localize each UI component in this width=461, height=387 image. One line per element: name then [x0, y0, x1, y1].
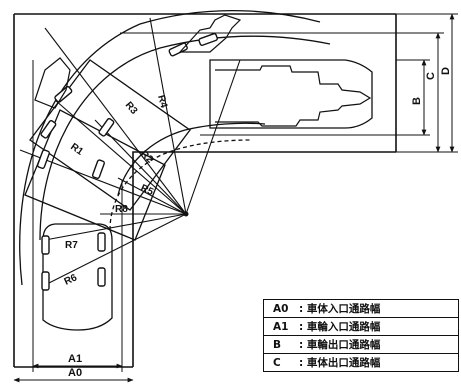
- turning-center-point: [183, 211, 189, 217]
- wheel: [97, 267, 106, 287]
- legend-row-b: B : 車輪出口通路幅: [264, 336, 458, 354]
- label-r7: R7: [65, 240, 78, 251]
- legend-separator: :: [299, 356, 304, 369]
- label-a1: A1: [68, 353, 82, 365]
- outer-body-arc: [19, 9, 321, 286]
- label-c: C: [425, 72, 437, 80]
- legend-row-c: C : 車体出口通路幅: [264, 354, 458, 371]
- label-a0: A0: [68, 367, 82, 379]
- vehicle-body-entry: [42, 223, 113, 331]
- vehicle-silhouette-sketch: [34, 14, 372, 127]
- legend-separator: :: [299, 302, 304, 315]
- wheel: [198, 32, 218, 46]
- label-r5: R5: [139, 183, 156, 199]
- legend-row-a1: A1 : 車輪入口通路幅: [264, 318, 458, 336]
- outer-wheel-arc: [39, 35, 331, 241]
- label-r1: R1: [68, 141, 85, 158]
- outer-wall: [13, 13, 396, 367]
- radius-line-aux1: [185, 59, 241, 215]
- legend-text: 車輪出口通路幅: [306, 339, 381, 351]
- wheel-path-lines: [32, 32, 396, 340]
- legend-code: C: [273, 356, 281, 369]
- legend-row-a0: A0 : 車体入口通路幅: [264, 300, 458, 318]
- inner-body-arc: [117, 122, 266, 196]
- vehicle-body-exit: [209, 59, 373, 129]
- wheel: [36, 149, 50, 169]
- wheels: [36, 32, 218, 291]
- inner-wall: [132, 151, 396, 367]
- legend-separator: :: [299, 320, 304, 333]
- radius-line-r6: [44, 213, 187, 286]
- legend-text: 車輪入口通路幅: [306, 321, 381, 333]
- legend-code: A1: [273, 320, 289, 333]
- vehicle-silhouette-left: [34, 57, 71, 109]
- label-b: B: [411, 97, 423, 105]
- radius-line-r7: [44, 213, 187, 241]
- legend-separator: :: [299, 338, 304, 351]
- vehicle-body-mid: [24, 109, 166, 241]
- wheel: [40, 119, 57, 139]
- label-r6: R6: [63, 272, 80, 288]
- wheel: [97, 232, 106, 252]
- legend-table: A0 : 車体入口通路幅 A1 : 車輪入口通路幅 B : 車輪出口通路幅 C …: [263, 299, 459, 372]
- wheel: [41, 235, 50, 255]
- legend-text: 車体入口通路幅: [306, 303, 381, 315]
- label-d: D: [440, 67, 452, 75]
- vehicle-body-turning: [29, 59, 191, 211]
- wheel: [98, 117, 115, 137]
- legend-code: B: [273, 338, 282, 351]
- vehicle-silhouette-top: [178, 14, 242, 53]
- label-r3: R3: [123, 100, 140, 117]
- wheel: [91, 159, 105, 179]
- radius-line-r3: [44, 27, 187, 215]
- radius-line-aux2: [19, 149, 187, 215]
- legend-code: A0: [273, 302, 289, 315]
- legend-text: 車体出口通路幅: [306, 357, 381, 369]
- radius-line-r4: [149, 17, 187, 215]
- wheel: [168, 42, 188, 57]
- label-r4: R4: [155, 94, 169, 110]
- wheel: [41, 271, 50, 291]
- dimension-lines: [13, 13, 458, 383]
- label-r8: R8: [115, 204, 128, 215]
- vehicle-silhouette-exit: [215, 65, 372, 127]
- vehicle-outlines: [24, 59, 373, 331]
